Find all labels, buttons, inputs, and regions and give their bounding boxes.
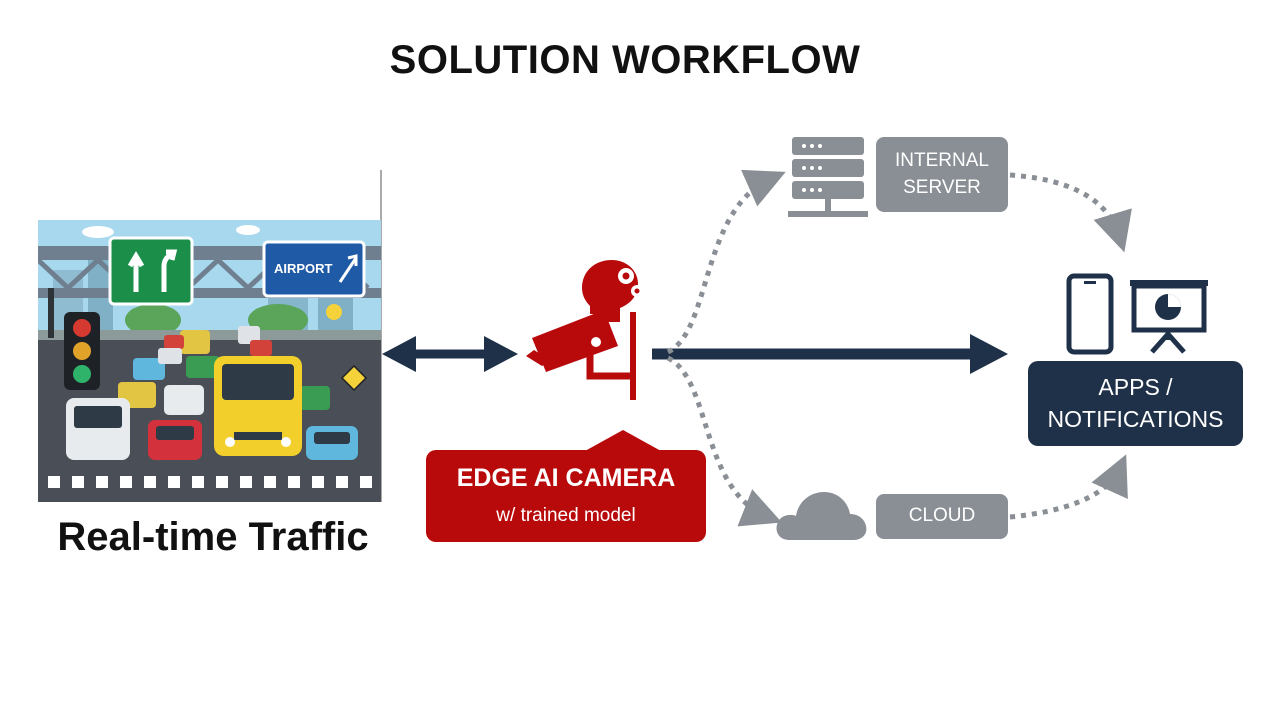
internal-server-line1: INTERNAL (895, 149, 989, 171)
dotted-arrow-to-cloud (666, 355, 782, 527)
internal-server-line2: SERVER (903, 176, 981, 198)
phone-icon (1066, 273, 1114, 355)
edge-ai-camera-title: EDGE AI CAMERA (456, 464, 676, 492)
apps-notifications-box: APPS / NOTIFICATIONS (1028, 361, 1243, 446)
presentation-icon (1130, 280, 1208, 354)
traffic-illustration: AIRPORT (36, 170, 382, 502)
traffic-label: Real-time Traffic (57, 515, 369, 559)
main-arrow (652, 334, 1008, 374)
cloud-box: CLOUD (876, 494, 1008, 539)
page-title: SOLUTION WORKFLOW (389, 38, 861, 82)
dotted-arrow-to-server (666, 169, 786, 355)
brain-gear-icon (582, 260, 643, 322)
camera-icon (526, 260, 643, 400)
bidirectional-arrow (382, 336, 518, 372)
apps-line1: APPS / (1098, 374, 1173, 401)
cloud-icon (776, 492, 867, 540)
dotted-arrow-cloud-to-apps (1009, 454, 1128, 520)
apps-line2: NOTIFICATIONS (1047, 405, 1224, 432)
dotted-arrow-server-to-apps (1009, 172, 1132, 253)
edge-ai-camera-box: EDGE AI CAMERA w/ trained model (426, 450, 706, 542)
server-icon (788, 137, 868, 217)
edge-callout-pointer (585, 430, 661, 451)
internal-server-box: INTERNAL SERVER (876, 137, 1008, 212)
edge-ai-camera-subtitle: w/ trained model (496, 505, 636, 526)
airport-sign-text: AIRPORT (274, 261, 333, 276)
